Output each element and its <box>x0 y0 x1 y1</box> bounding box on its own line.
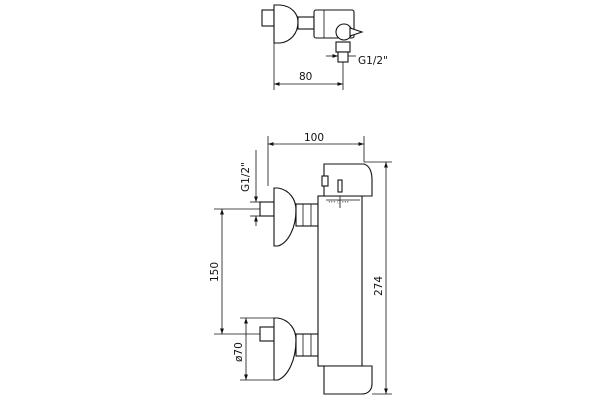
height-label: 274 <box>373 276 385 296</box>
top-arm <box>297 16 315 30</box>
top-view: G1/2" 80 <box>261 4 388 90</box>
upper-nut <box>295 203 319 227</box>
lower-pipe-stub <box>259 326 275 342</box>
upper-pipe-stub <box>259 201 275 217</box>
width-label: 100 <box>304 132 324 144</box>
head-indicator <box>337 179 343 193</box>
top-rosette <box>273 4 299 44</box>
top-outlet-thread <box>337 51 349 63</box>
lower-nut <box>295 333 319 357</box>
front-thread-label: G1/2" <box>240 162 252 192</box>
diameter-label: ø70 <box>233 342 245 362</box>
mixer-body <box>317 195 363 367</box>
head-button <box>321 175 329 187</box>
top-outlet <box>335 41 351 53</box>
top-depth-label: 80 <box>299 71 312 83</box>
top-pipe-stub <box>261 9 275 27</box>
lower-control-head <box>323 365 373 395</box>
upper-rosette <box>273 187 297 247</box>
top-thread-label: G1/2" <box>358 55 388 67</box>
spacing-label: 150 <box>209 262 221 282</box>
lower-rosette <box>273 317 297 381</box>
front-view: ∙∙∙ ○ ∙∙∙ 100 G1/2" 150 ø70 274 <box>209 132 392 395</box>
upper-connection <box>259 187 319 247</box>
lower-connection <box>259 317 319 381</box>
dial-markings: ∙∙∙ ○ ∙∙∙ <box>328 199 349 204</box>
upper-control-head <box>323 163 373 197</box>
